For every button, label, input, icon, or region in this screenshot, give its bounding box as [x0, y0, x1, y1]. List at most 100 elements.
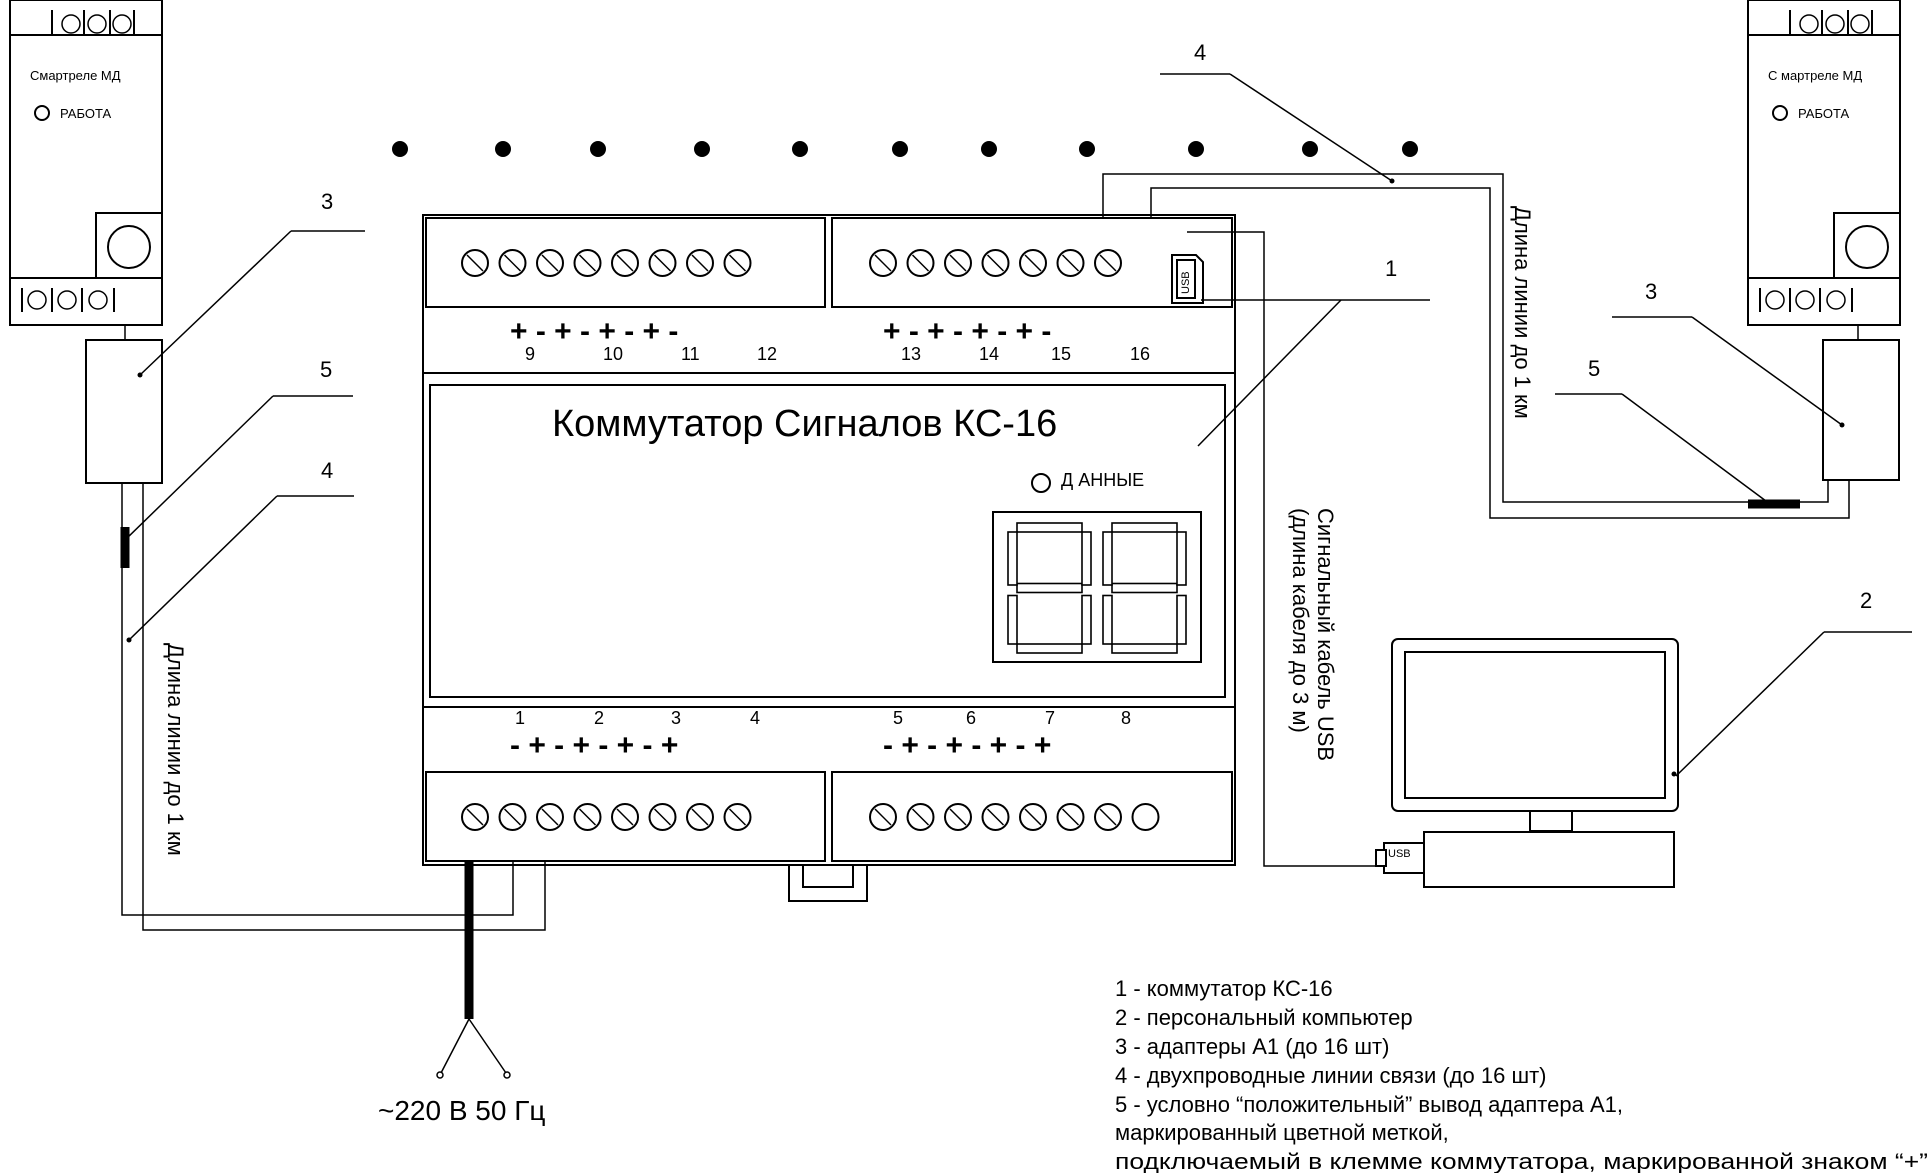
display-segment [1111, 643, 1178, 654]
terminal-screw-icon [461, 803, 489, 831]
right-relay-status: РАБОТА [1798, 106, 1849, 121]
seven-segment-display [992, 511, 1202, 663]
terminal-strip-top-left [461, 249, 752, 277]
personal-computer: USB [1375, 638, 1679, 888]
right-relay: С мартреле МД РАБОТА [1747, 0, 1901, 326]
continuation-dots [392, 141, 1418, 157]
channel-number: 11 [681, 344, 700, 364]
legend-item: подключаемый в клемме коммутатора, марки… [1115, 1149, 1928, 1173]
display-segment [1081, 594, 1092, 645]
display-segment [1007, 531, 1018, 586]
terminal-strip-bottom-right [869, 803, 1160, 831]
usb-cable-label-line2: (длина кабеля до 3 м) [1288, 508, 1313, 733]
display-segment [1016, 643, 1083, 654]
left-adapter [85, 339, 163, 484]
line-length-right: Длина линии до 1 км [1510, 206, 1535, 419]
terminal-screw-icon [1094, 249, 1122, 277]
legend-item: 3 - адаптеры А1 (до 16 шт) [1115, 1034, 1389, 1059]
left-wiring [120, 325, 546, 931]
device-usb-label: USB [1180, 271, 1192, 294]
display-digit [1102, 522, 1187, 654]
channel-number: 9 [525, 344, 535, 364]
terminal-screw-icon [981, 249, 1010, 277]
callout-5-left: 5 [320, 357, 332, 382]
channel-number: 13 [901, 344, 921, 364]
terminal-screw-icon [723, 803, 752, 831]
callout-1: 1 [1385, 256, 1397, 281]
channel-number: 12 [757, 344, 777, 364]
terminal-screw-icon [536, 803, 564, 831]
channel-number: 16 [1130, 344, 1150, 364]
right-relay-top-terminals-icon [1789, 10, 1873, 35]
channel-number: 1 [515, 708, 525, 728]
terminal-screw-icon [1056, 803, 1085, 831]
terminal-strip-top-right [869, 249, 1122, 277]
legend-item: 5 - условно “положительный” вывод адапте… [1115, 1092, 1623, 1117]
channel-number: 6 [966, 708, 976, 728]
display-segment [1016, 522, 1083, 533]
legend-item: 4 - двухпроводные линии связи (до 16 шт) [1115, 1063, 1547, 1088]
channel-number: 2 [594, 708, 604, 728]
terminal-screw-icon [906, 803, 935, 831]
terminal-screw-icon [944, 803, 972, 831]
left-relay: Смартреле МД РАБОТА [9, 0, 163, 326]
left-relay-status: РАБОТА [60, 106, 111, 121]
legend-item: 2 - персональный компьютер [1115, 1005, 1413, 1030]
channel-number: 5 [893, 708, 903, 728]
terminal-screw-icon [1019, 249, 1047, 277]
channel-number: 4 [750, 708, 760, 728]
display-segment [1081, 531, 1092, 586]
data-led-icon [1031, 473, 1051, 493]
top-polarity-right: + - + - + - + - [883, 315, 1051, 348]
terminal-screw-icon [498, 249, 527, 277]
device-usb-port-icon: USB [1171, 254, 1204, 304]
terminal-screw-icon [611, 803, 639, 831]
bottom-channel-numbers: 1 2 3 4 5 6 7 8 [515, 708, 1131, 728]
display-digit [1007, 522, 1092, 654]
display-segment [1111, 582, 1178, 594]
terminal-screw-icon [1019, 803, 1047, 831]
callout-3-right: 3 [1645, 279, 1657, 304]
callout-4-left: 4 [321, 458, 333, 483]
callout-5-right: 5 [1588, 356, 1600, 381]
display-segment [1102, 531, 1113, 586]
terminal-screw-icon [1094, 803, 1122, 831]
right-relay-bottom-terminals-icon [1759, 288, 1853, 312]
terminal-screw-icon [1056, 249, 1085, 277]
terminal-screw-icon [686, 803, 714, 831]
terminal-screw-icon [536, 249, 564, 277]
terminal-screw-icon [611, 249, 639, 277]
callout-2: 2 [1860, 588, 1872, 613]
bottom-polarity-right: - + - + - + - + [883, 729, 1051, 762]
bottom-polarity-left: - + - + - + - + [510, 729, 678, 762]
display-segment [1016, 582, 1083, 594]
pc-usb-plug-icon [1383, 842, 1425, 874]
data-indicator-label: Д АННЫЕ [1061, 470, 1144, 490]
display-segment [1111, 522, 1178, 533]
terminal-screw-icon [723, 249, 752, 277]
legend-item: маркированный цветной меткой, [1115, 1120, 1449, 1145]
terminal-screw-icon [944, 249, 972, 277]
terminal-screw-icon [498, 803, 527, 831]
power-cable [436, 861, 511, 1079]
right-wiring [1102, 173, 1859, 519]
terminal-screw-icon [869, 803, 897, 831]
channel-number: 14 [979, 344, 999, 364]
terminal-screw-icon [648, 249, 677, 277]
left-relay-top-terminals-icon [51, 10, 135, 35]
terminal-strip-bottom-left [461, 803, 752, 831]
pc-usb-label: USB [1388, 848, 1411, 860]
terminal-screw-icon [573, 803, 602, 831]
display-segment [1007, 594, 1018, 645]
usb-cable [1187, 231, 1376, 867]
left-relay-bottom-terminals-icon [21, 288, 115, 312]
callouts: 1 2 3 3 4 4 5 5 [124, 40, 1912, 777]
right-relay-name: С мартреле МД [1768, 68, 1862, 83]
terminal-screw-icon [461, 249, 489, 277]
channel-number: 7 [1045, 708, 1055, 728]
left-relay-led-icon [34, 105, 50, 121]
terminal-screw-icon [906, 249, 935, 277]
channel-number: 15 [1051, 344, 1071, 364]
line-length-left: Длина линии до 1 км [163, 643, 188, 856]
